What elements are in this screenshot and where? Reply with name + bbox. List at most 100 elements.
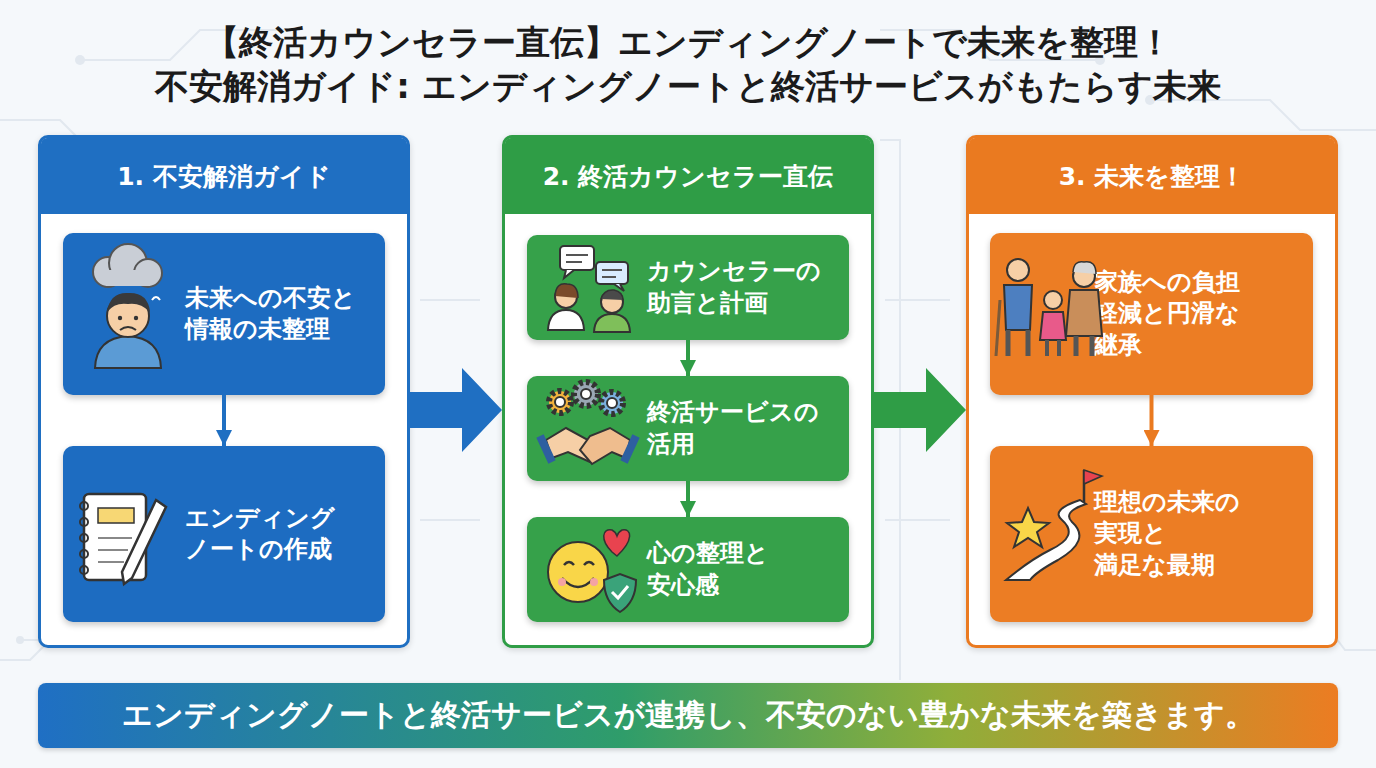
notebook-pencil-icon bbox=[84, 494, 146, 580]
smiley-heart-icon bbox=[612, 586, 628, 598]
worried-person-icon bbox=[95, 336, 161, 368]
worried-person-icon bbox=[118, 316, 122, 320]
worried-person-icon bbox=[120, 327, 136, 330]
circuit-line bbox=[420, 299, 480, 301]
counselor-icon bbox=[548, 310, 584, 330]
service-handshake-icon bbox=[581, 389, 591, 399]
circuit-line bbox=[0, 30, 1376, 680]
panel-heading: 3. 未来を整理！ bbox=[969, 138, 1335, 214]
service-handshake-icon bbox=[624, 436, 636, 462]
step-box: エンディング ノートの作成 bbox=[63, 446, 385, 622]
circuit-line bbox=[885, 299, 950, 301]
smiley-heart-icon bbox=[590, 578, 598, 586]
family-icon bbox=[1076, 336, 1092, 356]
future-road-icon bbox=[1006, 500, 1086, 580]
notebook-pencil-icon bbox=[80, 494, 166, 584]
service-handshake-icon bbox=[574, 382, 598, 406]
smiley-heart-icon bbox=[564, 562, 594, 565]
smiley-heart-icon bbox=[548, 542, 608, 602]
service-handshake-icon bbox=[607, 398, 617, 408]
stage-panel: 2. 終活カウンセラー直伝カウンセラーの 助言と計画終活サービスの 活用心の整理… bbox=[502, 135, 874, 648]
family-icon bbox=[1040, 312, 1066, 340]
counselor-icon bbox=[601, 291, 623, 313]
smiley-heart-icon bbox=[558, 578, 566, 586]
family-icon bbox=[1073, 262, 1096, 274]
circuit-dot bbox=[75, 55, 85, 65]
counselor-icon bbox=[555, 286, 577, 308]
step-box: 家族への負担 軽減と円滑な 継承 bbox=[990, 233, 1313, 395]
smiley-heart-icon bbox=[548, 530, 636, 612]
step-box: 終活サービスの 活用 bbox=[527, 376, 849, 481]
circuit-dot bbox=[16, 636, 24, 644]
flow-arrow bbox=[686, 340, 690, 376]
diagram-caption: エンディングノートと終活サービスが連携し、不安のない豊かな未来を築きます。 bbox=[122, 695, 1255, 736]
worried-person-icon bbox=[134, 316, 138, 320]
service-handshake-icon bbox=[540, 382, 636, 464]
counselor-icon bbox=[566, 255, 588, 262]
family-icon bbox=[996, 259, 1102, 356]
counselor-icon bbox=[614, 284, 624, 291]
service-handshake-icon bbox=[549, 391, 571, 413]
circuit-line bbox=[885, 519, 950, 521]
notebook-pencil-icon bbox=[80, 518, 88, 526]
counselor-icon bbox=[548, 246, 630, 332]
worried-person-icon bbox=[109, 244, 147, 282]
step-label: 心の整理と 安心感 bbox=[647, 538, 833, 600]
worried-person-icon bbox=[134, 259, 162, 287]
counselor-icon bbox=[594, 314, 630, 332]
step-label: 終活サービスの 活用 bbox=[647, 397, 833, 459]
step-label: 未来への不安と 情報の未整理 bbox=[185, 283, 371, 345]
step-box: 未来への不安と 情報の未整理 bbox=[63, 233, 385, 395]
worried-person-icon bbox=[107, 295, 149, 337]
counselor-icon bbox=[555, 284, 578, 298]
step-box: カウンセラーの 助言と計画 bbox=[527, 235, 849, 340]
family-icon bbox=[1008, 330, 1028, 356]
family-icon bbox=[1066, 290, 1102, 336]
family-icon bbox=[996, 300, 1000, 356]
service-handshake-icon bbox=[540, 436, 552, 462]
caption-band: エンディングノートと終活サービスが連携し、不安のない豊かな未来を築きます。 bbox=[38, 683, 1338, 748]
service-handshake-icon bbox=[555, 397, 565, 407]
flow-arrow bbox=[222, 395, 226, 446]
family-icon bbox=[1044, 291, 1062, 309]
step-label: エンディング ノートの作成 bbox=[185, 503, 371, 565]
block-arrow bbox=[874, 368, 966, 452]
future-road-icon bbox=[1006, 470, 1102, 580]
circuit-line bbox=[420, 519, 480, 521]
service-handshake-icon bbox=[546, 428, 600, 462]
family-icon bbox=[1007, 259, 1029, 281]
smiley-heart-icon bbox=[562, 578, 594, 587]
smiley-heart-icon bbox=[604, 574, 636, 612]
family-icon bbox=[1004, 285, 1032, 330]
step-label: 家族への負担 軽減と円滑な 継承 bbox=[1094, 267, 1280, 361]
family-icon bbox=[1073, 265, 1095, 287]
notebook-pencil-icon bbox=[98, 508, 134, 523]
worried-person-icon bbox=[106, 270, 150, 286]
counselor-icon bbox=[596, 262, 628, 284]
flow-arrow bbox=[686, 481, 690, 517]
worried-person-icon bbox=[93, 244, 162, 368]
block-arrow bbox=[410, 368, 502, 452]
smiley-heart-icon bbox=[604, 530, 630, 556]
service-handshake-icon bbox=[601, 392, 623, 414]
notebook-pencil-icon bbox=[80, 550, 88, 558]
panel-heading: 2. 終活カウンセラー直伝 bbox=[505, 138, 871, 214]
counselor-icon bbox=[601, 290, 623, 300]
future-road-icon bbox=[1084, 470, 1102, 484]
flow-arrow bbox=[1150, 395, 1154, 446]
step-box: 心の整理と 安心感 bbox=[527, 517, 849, 622]
stage-panel: 3. 未来を整理！ 家族への負担 軽減と円滑な 継承理想の未来の 実現と 満足な最… bbox=[966, 135, 1338, 648]
notebook-pencil-icon bbox=[80, 534, 88, 542]
diagram-title: 【終活カウンセラー直伝】エンディングノートで未来を整理！ 不安解消ガイド: エン… bbox=[133, 20, 1243, 108]
title-block: 【終活カウンセラー直伝】エンディングノートで未来を整理！ 不安解消ガイド: エン… bbox=[133, 20, 1243, 108]
circuit-line bbox=[880, 140, 900, 680]
service-handshake-icon bbox=[580, 428, 630, 464]
notebook-pencil-icon bbox=[80, 502, 88, 510]
notebook-pencil-icon bbox=[122, 500, 166, 584]
counselor-icon bbox=[602, 270, 622, 277]
step-box: 理想の未来の 実現と 満足な最期 bbox=[990, 446, 1313, 622]
counselor-icon bbox=[564, 270, 574, 278]
stage-panel: 1. 不安解消ガイド未来への不安と 情報の未整理エンディング ノートの作成 bbox=[38, 135, 410, 648]
